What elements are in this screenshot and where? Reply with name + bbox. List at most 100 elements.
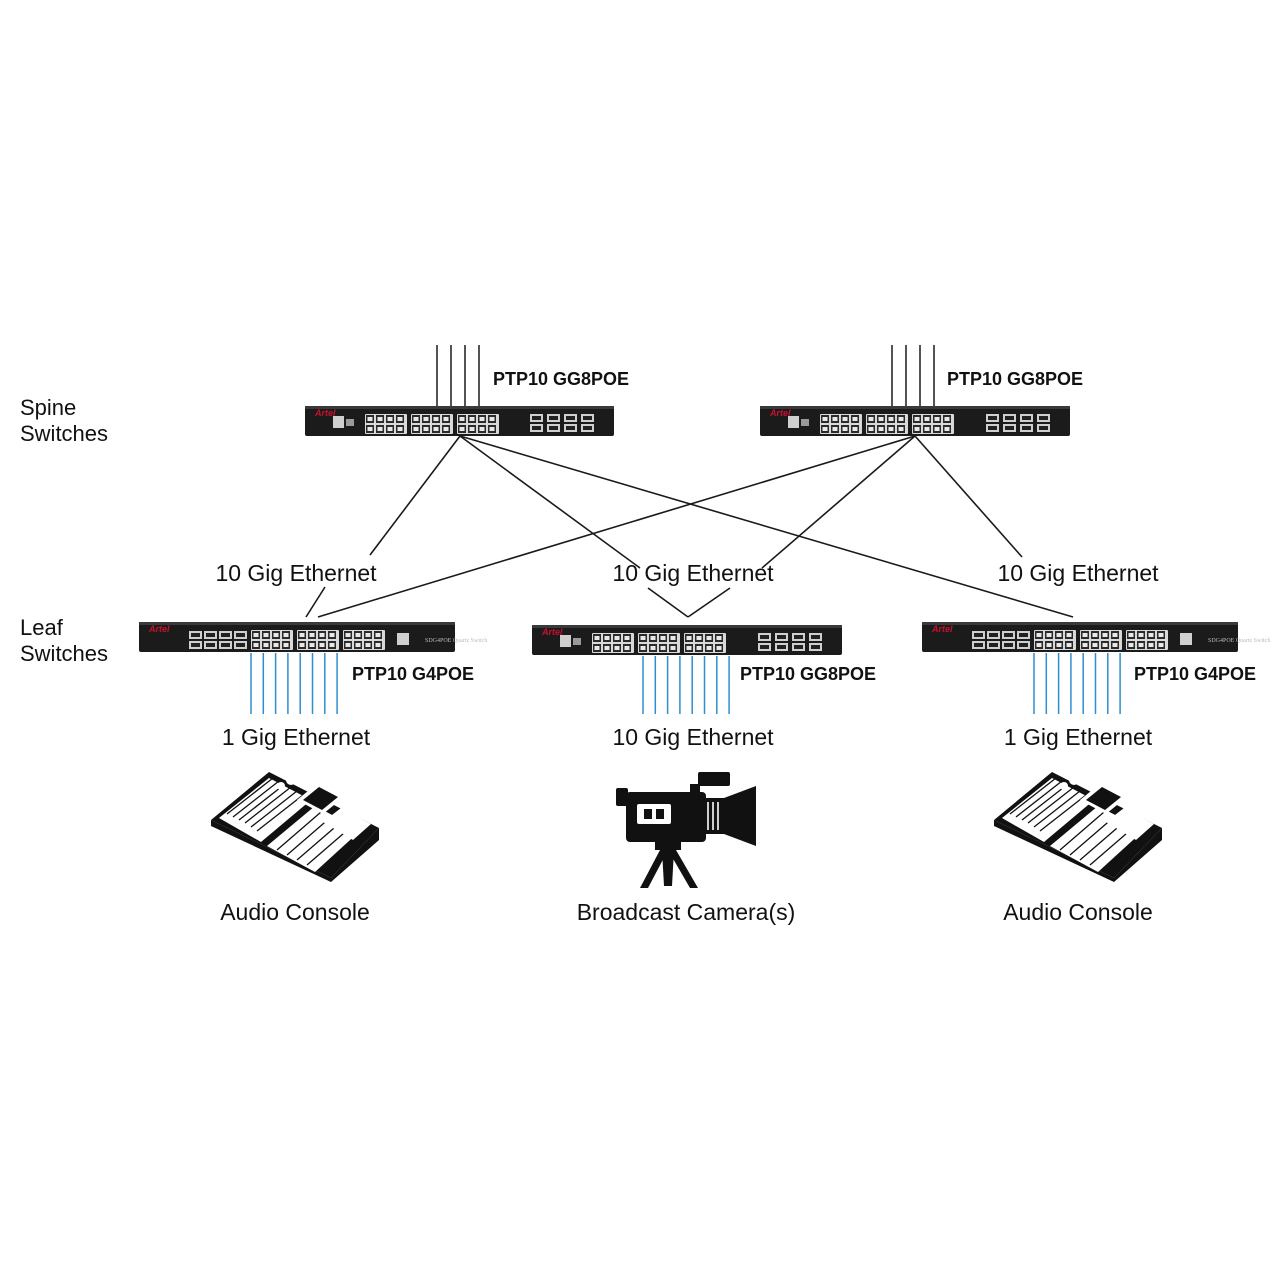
sfp-slot: [236, 633, 245, 637]
leaf-2-uplink-label: 10 Gig Ethernet: [612, 560, 774, 586]
rj45-contact: [868, 417, 874, 421]
brand-logo: Artel: [148, 624, 170, 634]
rj45-contact: [459, 427, 465, 431]
sfp-slot: [777, 635, 786, 639]
rj45-contact: [696, 636, 702, 640]
rj45-contact: [489, 417, 495, 421]
rj45-contact: [355, 633, 361, 637]
rj45-contact: [319, 643, 325, 647]
rj45-contact: [413, 427, 419, 431]
rj45-contact: [670, 636, 676, 640]
rj45-contact: [686, 646, 692, 650]
spine-switch-2-chassis: Artel: [760, 406, 1070, 436]
rj45-contact: [624, 636, 630, 640]
rj45-contact: [640, 646, 646, 650]
rj45-contact: [329, 643, 335, 647]
link-leaf1-up: [305, 586, 326, 618]
rj45-contact: [1138, 633, 1144, 637]
spine-switches-label: Spine Switches: [20, 395, 108, 447]
sfp-slot: [1005, 426, 1014, 430]
rj45-contact: [375, 633, 381, 637]
link-spine1-leaf1: [369, 435, 461, 556]
spine-leaf-links: [305, 435, 1074, 618]
leaf-switch-2-chassis: Artel: [532, 625, 842, 655]
leaf-label-line1: Leaf: [20, 615, 63, 640]
spine-switch-1-chassis: Artel: [305, 406, 614, 436]
rj45-contact: [716, 646, 722, 650]
spine-label-line2: Switches: [20, 421, 109, 446]
rj45-contact: [367, 427, 373, 431]
rj45-contact: [842, 417, 848, 421]
rj45-contact: [299, 633, 305, 637]
rj45-contact: [878, 417, 884, 421]
rj45-contact: [469, 417, 475, 421]
rj45-contact: [253, 633, 259, 637]
audio-console-icon: [211, 771, 379, 882]
switch-top-edge: [760, 406, 1070, 409]
rj45-contact: [299, 643, 305, 647]
sfp-slot: [974, 633, 983, 637]
rj45-contact: [624, 646, 630, 650]
rj45-contact: [852, 427, 858, 431]
rj45-contact: [423, 417, 429, 421]
sfp-slot: [1039, 416, 1048, 420]
rj45-contact: [1158, 643, 1164, 647]
rj45-contact: [479, 427, 485, 431]
rj45-contact: [898, 417, 904, 421]
rj45-contact: [365, 643, 371, 647]
rj45-contact: [1036, 643, 1042, 647]
leaf-3-uplink-label: 10 Gig Ethernet: [997, 560, 1159, 586]
sfp-slot: [760, 645, 769, 649]
sfp-slot: [811, 645, 820, 649]
rj45-contact: [1082, 643, 1088, 647]
usb-port: [573, 638, 581, 645]
sfp-slot: [532, 416, 541, 420]
rj45-contact: [443, 417, 449, 421]
sfp-slot: [794, 635, 803, 639]
link-spine1-leaf3: [459, 435, 1074, 618]
rj45-contact: [377, 427, 383, 431]
rj45-contact: [1056, 633, 1062, 637]
rj45-contact: [433, 417, 439, 421]
rj45-contact: [1046, 643, 1052, 647]
rj45-contact: [1158, 633, 1164, 637]
device-3-label: Audio Console: [1003, 899, 1153, 925]
rj45-contact: [914, 417, 920, 421]
console-port: [788, 416, 799, 428]
sfp-slot: [1005, 416, 1014, 420]
rj45-contact: [345, 633, 351, 637]
rj45-contact: [387, 427, 393, 431]
sfp-slot: [1039, 426, 1048, 430]
rj45-contact: [397, 417, 403, 421]
sfp-slot: [221, 633, 230, 637]
sfp-slot: [236, 643, 245, 647]
audio-console-icon: [994, 771, 1162, 882]
rj45-contact: [944, 417, 950, 421]
leaf-3-downlink-label: 1 Gig Ethernet: [1003, 724, 1153, 750]
leaf-switch-2-model: PTP10 GG8POE: [740, 664, 877, 684]
sfp-slot: [206, 633, 215, 637]
rj45-contact: [660, 636, 666, 640]
model-plate: SDG4POE Quartz Switch: [425, 638, 487, 644]
rj45-contact: [852, 417, 858, 421]
link-leaf2-up-left: [647, 587, 689, 618]
sfp-slot: [811, 635, 820, 639]
rj45-contact: [469, 427, 475, 431]
rj45-contact: [914, 427, 920, 431]
sfp-slot: [549, 416, 558, 420]
rj45-contact: [387, 417, 393, 421]
link-spine1-leaf2: [459, 435, 641, 569]
rj45-contact: [888, 417, 894, 421]
rj45-contact: [1066, 633, 1072, 637]
switch-top-edge: [139, 622, 455, 625]
rj45-contact: [822, 417, 828, 421]
sfp-slot: [191, 633, 200, 637]
sfp-slot: [1004, 643, 1013, 647]
rj45-contact: [706, 646, 712, 650]
console-port: [333, 416, 344, 428]
link-spine2-leaf2: [761, 435, 916, 569]
rj45-contact: [319, 633, 325, 637]
rj45-contact: [283, 643, 289, 647]
